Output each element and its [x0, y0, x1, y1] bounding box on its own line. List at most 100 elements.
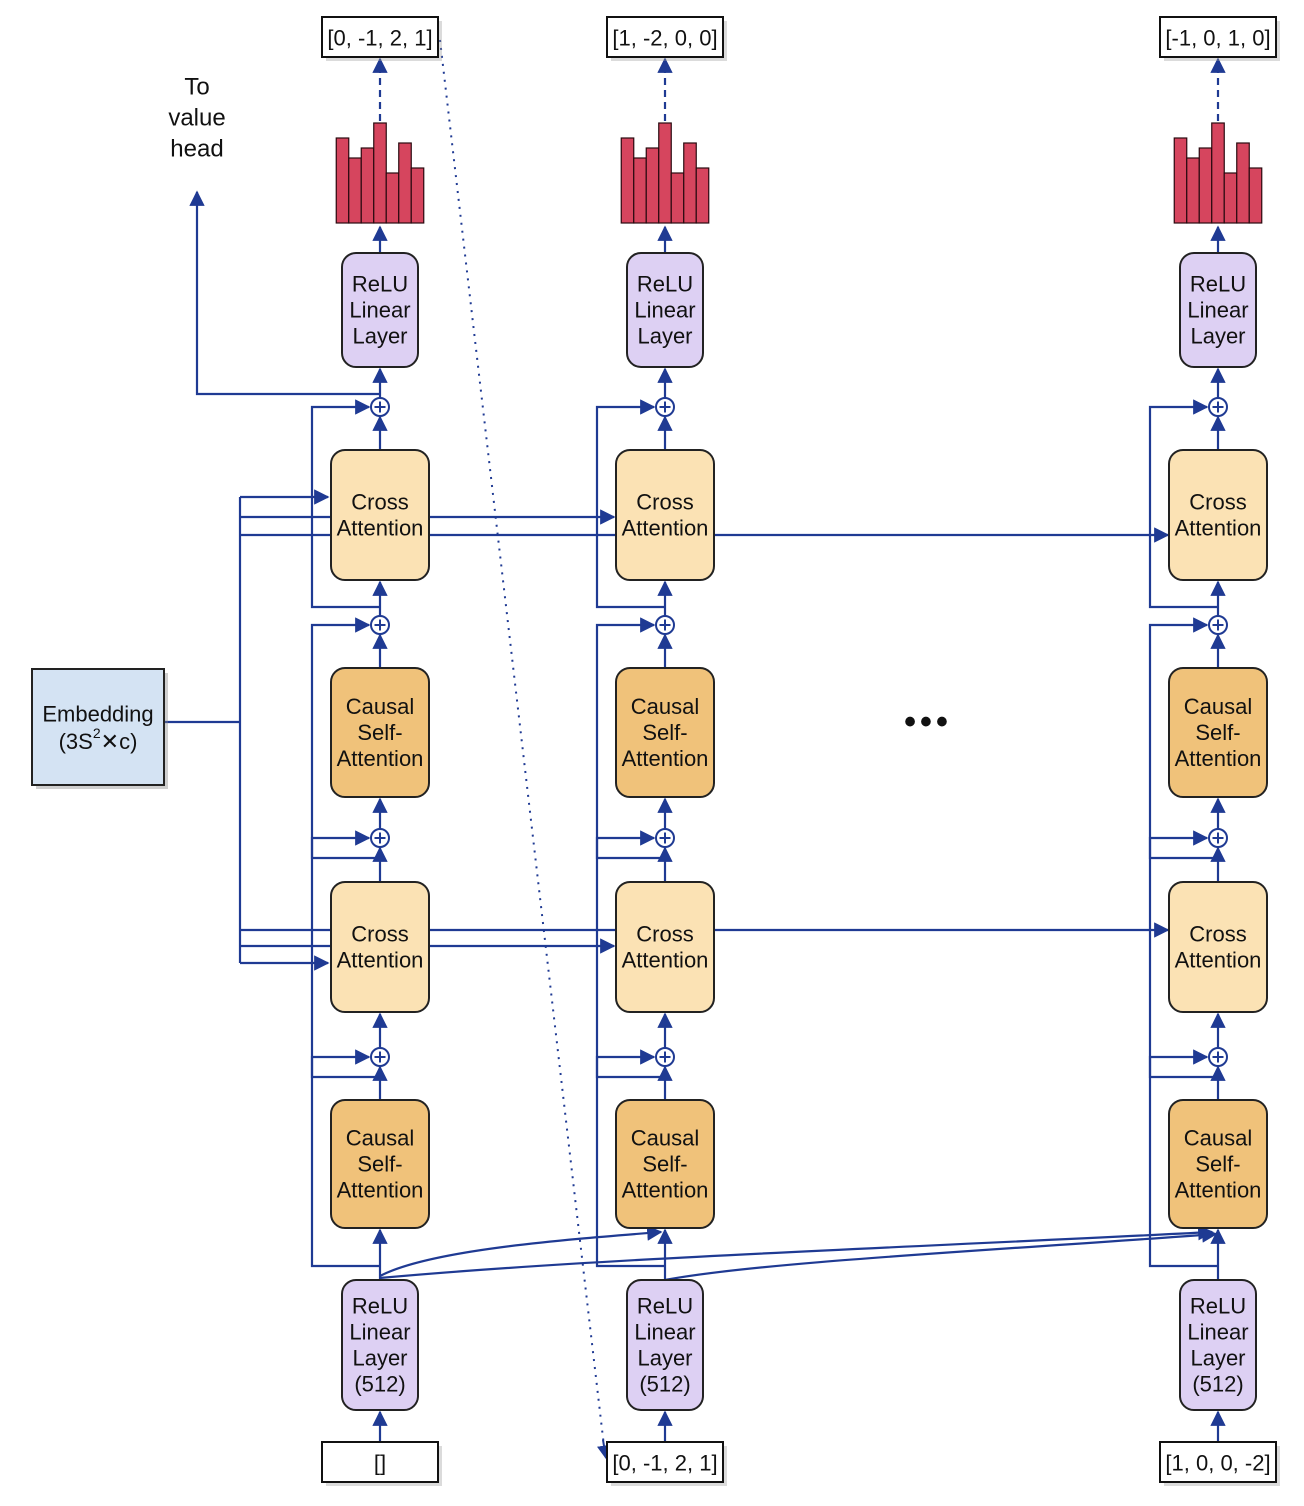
input-token-box-label: [] [374, 1451, 386, 1476]
output-token-box: [1, -2, 0, 0] [606, 16, 727, 61]
causal-self-attention-block-line: Attention [337, 1178, 424, 1203]
cross-attention-block-line: Attention [1175, 948, 1262, 973]
relu-linear-layer-top-shape [626, 252, 704, 368]
value-head-line: To [184, 74, 209, 101]
relu-linear-layer-top-line: ReLU [637, 272, 693, 297]
residual-add [655, 1047, 675, 1067]
input-token-box-border [606, 1441, 724, 1483]
causal-self-attention-block-shape [1168, 1099, 1268, 1229]
cross-attention-block-shape [615, 449, 715, 581]
causal-self-attention-block-shape [615, 667, 715, 798]
cross-attention-block-shape [1168, 881, 1268, 1013]
relu-linear-layer-input-line: Linear [634, 1320, 695, 1345]
residual-skip-arrow [1148, 830, 1218, 1079]
histogram-bar [360, 147, 375, 224]
residual-add [370, 828, 390, 848]
relu-linear-layer-top-line: ReLU [352, 272, 408, 297]
cross-attention-block-line: Cross [636, 922, 693, 947]
residual-skip-arrow [595, 617, 665, 860]
relu-linear-layer-top-line: ReLU [1190, 272, 1246, 297]
cross-attention-block-line: Attention [337, 948, 424, 973]
cross-attention-block-line: Cross [351, 922, 408, 947]
relu-linear-layer-input-shape [626, 1279, 704, 1411]
histogram-bar [633, 157, 647, 224]
residual-skip-arrow [1148, 617, 1218, 860]
relu-linear-layer-input-line: Linear [1187, 1320, 1248, 1345]
relu-linear-layer-input-shape [341, 1279, 419, 1411]
histogram-bar [335, 137, 350, 224]
relu-linear-layer-top-line: Layer [637, 324, 692, 349]
causal-self-attention-block-line: Self- [642, 1152, 687, 1177]
residual-skip-arrow [1148, 399, 1218, 609]
input-token-box-border [321, 1441, 439, 1483]
causal-self-attention-block-line: Self- [1195, 1152, 1240, 1177]
input-token-box-label: [1, 0, 0, -2] [1165, 1451, 1270, 1476]
residual-skip-arrow [595, 1049, 665, 1268]
cross-attention-block-shape [330, 881, 430, 1013]
output-token-box-border [606, 16, 724, 58]
value-head-line: value [168, 105, 225, 132]
embedding-shape-rest: ✕c) [101, 729, 138, 754]
relu-linear-layer-top-line: Linear [1187, 298, 1248, 323]
output-token-box-label: [1, -2, 0, 0] [612, 26, 717, 51]
residual-add [370, 1047, 390, 1067]
causal-self-attention-block-line: Attention [337, 746, 424, 771]
output-distribution-histogram [1173, 122, 1263, 224]
relu-linear-layer-input-line: Linear [349, 1320, 410, 1345]
embedding-shape-label: (3S2✕c) [59, 725, 138, 754]
causal-self-attention-block-line: Causal [631, 1126, 699, 1151]
histogram-bar [670, 172, 685, 224]
cross-attention-block-shape [1168, 449, 1268, 581]
histogram-bar [385, 172, 400, 224]
residual-skip-arrow [310, 1049, 380, 1268]
embedding-shape-base: (3S [59, 729, 93, 754]
relu-linear-layer-top-line: Layer [1190, 324, 1245, 349]
cross-attention-block-line: Attention [622, 948, 709, 973]
output-distribution-histogram [335, 122, 425, 224]
histogram-bar [373, 122, 387, 224]
relu-linear-layer-input-line: ReLU [637, 1294, 693, 1319]
causal-link-col1-col2 [379, 1225, 663, 1277]
residual-add [655, 828, 675, 848]
relu-linear-layer-input-line: Layer [637, 1346, 692, 1371]
input-token-box: [1, 0, 0, -2] [1159, 1441, 1280, 1486]
causal-self-attention-block-line: Causal [346, 1126, 414, 1151]
histogram-bar [1236, 142, 1250, 224]
causal-self-attention-block-line: Causal [1184, 694, 1252, 719]
residual-add [370, 397, 390, 417]
cross-attention-block-line: Cross [1189, 922, 1246, 947]
relu-linear-layer-input-line: (512) [639, 1372, 690, 1397]
ellipsis-more-columns: ••• [904, 703, 952, 741]
residual-add [1208, 828, 1228, 848]
arrow-to-value-head [189, 190, 380, 396]
causal-self-attention-block-shape [615, 1099, 715, 1229]
histogram-bar [695, 167, 710, 224]
cross-attention-block-shape [615, 881, 715, 1013]
connection-lines [164, 39, 1226, 1460]
input-token-box: [0, -1, 2, 1] [606, 1441, 727, 1486]
cross-attention-block-line: Attention [622, 516, 709, 541]
residual-add [1208, 397, 1228, 417]
relu-linear-layer-input-line: ReLU [1190, 1294, 1246, 1319]
autoregressive-feedback-arrowhead [597, 1439, 611, 1460]
residual-add [1208, 615, 1228, 635]
causal-link-col2-col3 [664, 1227, 1218, 1282]
causal-self-attention-block-shape [330, 1099, 430, 1229]
cross-attention-block-line: Attention [1175, 516, 1262, 541]
input-token-box-label: [0, -1, 2, 1] [612, 1451, 717, 1476]
